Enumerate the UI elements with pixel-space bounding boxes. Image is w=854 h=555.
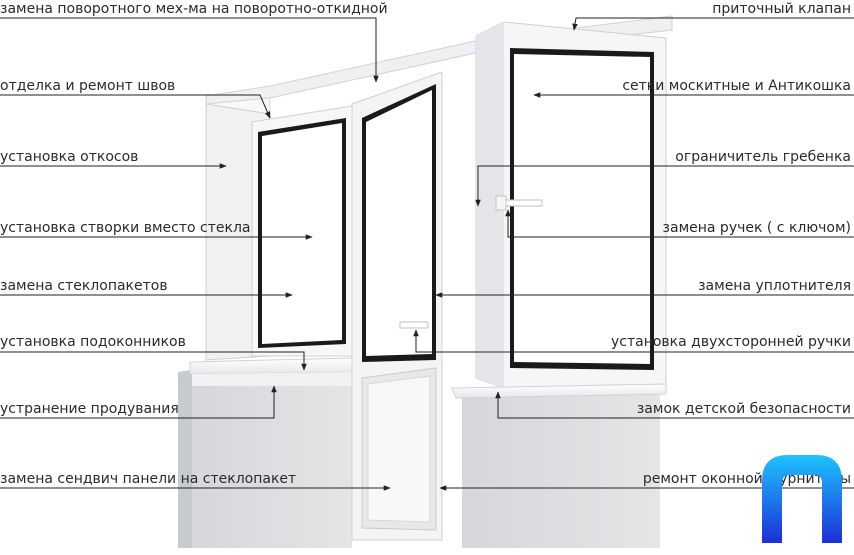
leader-lines	[0, 17, 854, 491]
label-seal-replacement: замена уплотнителя	[698, 278, 851, 294]
label-slopes-installation: установка откосов	[0, 149, 139, 165]
label-handle-replacement: замена ручек ( с ключом)	[662, 220, 851, 236]
left-sill	[189, 357, 353, 386]
label-sash-instead-glass: установка створки вместо стекла	[0, 220, 251, 236]
label-glass-unit-replacement: замена стеклопакетов	[0, 278, 168, 294]
logo-p-icon	[762, 455, 842, 543]
label-rotary-mechanism: замена поворотного мех-ма на поворотно-о…	[0, 1, 388, 17]
lower-wall-left	[178, 370, 352, 548]
label-sandwich-panel: замена сендвич панели на стеклопакет	[0, 471, 297, 487]
label-sill-installation: установка подоконников	[0, 334, 186, 350]
right-window-sash	[475, 21, 667, 389]
label-comb-limiter: ограничитель гребенка	[675, 149, 851, 165]
lower-wall-right	[462, 392, 660, 548]
label-double-handle: установка двухсторонней ручки	[610, 334, 851, 350]
door-frame	[351, 71, 443, 541]
right-sill	[451, 383, 667, 399]
label-seam-finishing: отделка и ремонт швов	[0, 78, 176, 94]
label-mosquito-nets: сетки москитные и Антикошка	[622, 78, 851, 94]
label-supply-valve: приточный клапан	[712, 1, 851, 17]
label-draft-elimination: устранение продувания	[0, 401, 179, 417]
label-child-lock: замок детской безопасности	[636, 401, 851, 417]
